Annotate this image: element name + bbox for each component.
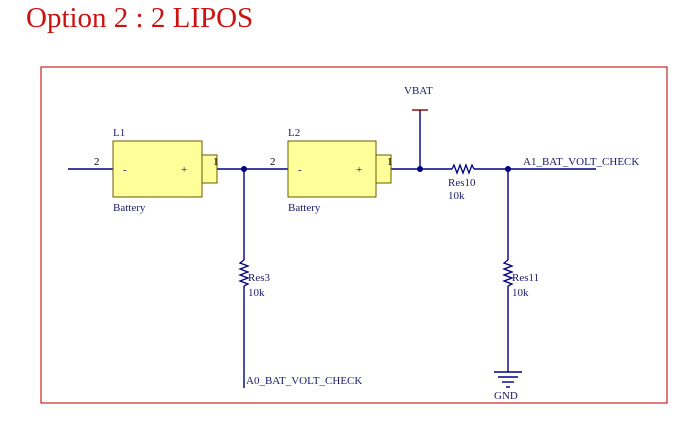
resistor-designator: Res10	[448, 177, 476, 189]
pin-number: 2	[94, 156, 100, 168]
resistor-zigzag	[502, 259, 514, 287]
resistor-designator: Res11	[512, 272, 539, 284]
battery-body	[112, 140, 203, 198]
battery-minus-label: -	[298, 164, 302, 176]
battery-designator: L1	[113, 127, 125, 139]
junction-dot	[505, 166, 511, 172]
resistor-res10: Res10 10k	[448, 163, 476, 202]
battery-type: Battery	[113, 202, 146, 214]
net-label-a0: A0_BAT_VOLT_CHECK	[246, 375, 362, 387]
pin-number: 2	[270, 156, 276, 168]
junction-dot	[417, 166, 423, 172]
vbat-power-port: VBAT	[404, 85, 433, 111]
battery-l1: L1 Battery - + 2 1	[94, 127, 219, 214]
battery-terminal	[201, 154, 218, 184]
schematic-title: Option 2 : 2 LIPOS	[26, 2, 254, 34]
resistor-zigzag	[238, 259, 250, 287]
gnd-symbol: GND	[494, 371, 522, 402]
resistor-designator: Res3	[248, 272, 271, 284]
battery-minus-label: -	[123, 164, 127, 176]
resistor-value: 10k	[512, 287, 529, 299]
resistor-res3: Res3 10k	[238, 259, 271, 299]
gnd-label: GND	[494, 390, 518, 402]
vbat-label: VBAT	[404, 85, 433, 97]
sheet-border	[40, 66, 668, 404]
battery-terminal	[375, 154, 392, 184]
battery-plus-label: +	[356, 164, 362, 176]
resistor-value: 10k	[248, 287, 265, 299]
resistor-res11: Res11 10k	[502, 259, 539, 299]
net-label-a1: A1_BAT_VOLT_CHECK	[523, 156, 639, 168]
battery-l2: L2 Battery - + 2 1	[270, 127, 393, 214]
battery-designator: L2	[288, 127, 300, 139]
battery-type: Battery	[288, 202, 321, 214]
junction-dot	[241, 166, 247, 172]
resistor-zigzag	[451, 163, 475, 175]
pin-number: 1	[387, 156, 393, 168]
battery-plus-label: +	[181, 164, 187, 176]
resistor-value: 10k	[448, 190, 465, 202]
pin-number: 1	[213, 156, 219, 168]
